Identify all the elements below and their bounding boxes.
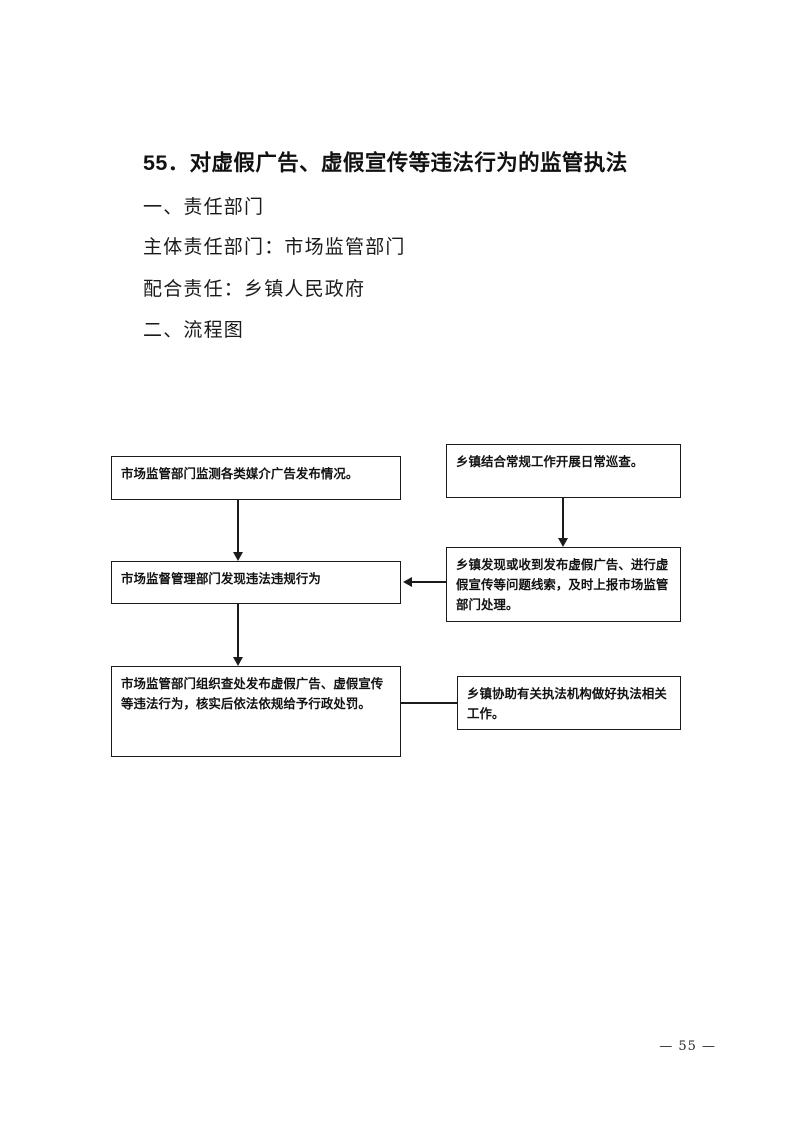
arrow-down-icon-discover-to-penalty <box>232 657 243 666</box>
connector-penalty-to-assist <box>401 702 458 704</box>
connector-report-to-discover <box>412 581 447 583</box>
section-primary-department: 主体责任部门：市场监管部门 <box>143 236 406 258</box>
flow-node-patrol: 乡镇结合常规工作开展日常巡查。 <box>446 444 681 498</box>
flow-node-report: 乡镇发现或收到发布虚假广告、进行虚假宣传等问题线索，及时上报市场监管部门处理。 <box>446 547 681 622</box>
section-supporting-department: 配合责任：乡镇人民政府 <box>143 278 366 300</box>
arrow-left-icon-report-to-discover <box>403 576 412 587</box>
flow-node-assist: 乡镇协助有关执法机构做好执法相关工作。 <box>457 676 681 730</box>
connector-patrol-to-report <box>562 498 564 539</box>
page-title: 55．对虚假广告、虚假宣传等违法行为的监管执法 <box>143 151 628 175</box>
connector-discover-to-penalty <box>237 604 239 658</box>
arrow-down-icon-patrol-to-report <box>557 538 568 547</box>
section-flowchart-heading: 二、流程图 <box>143 319 245 341</box>
connector-monitor-to-discover <box>237 500 239 553</box>
flow-node-penalty: 市场监管部门组织查处发布虚假广告、虚假宣传等违法行为，核实后依法依规给予行政处罚… <box>111 666 401 757</box>
flow-node-monitor: 市场监管部门监测各类媒介广告发布情况。 <box>111 456 401 500</box>
section-responsible-department: 一、责任部门 <box>143 196 265 218</box>
arrow-down-icon-monitor-to-discover <box>232 552 243 561</box>
flow-node-discover: 市场监督管理部门发现违法违规行为 <box>111 561 401 604</box>
page-number: — 55 — <box>659 1039 716 1054</box>
